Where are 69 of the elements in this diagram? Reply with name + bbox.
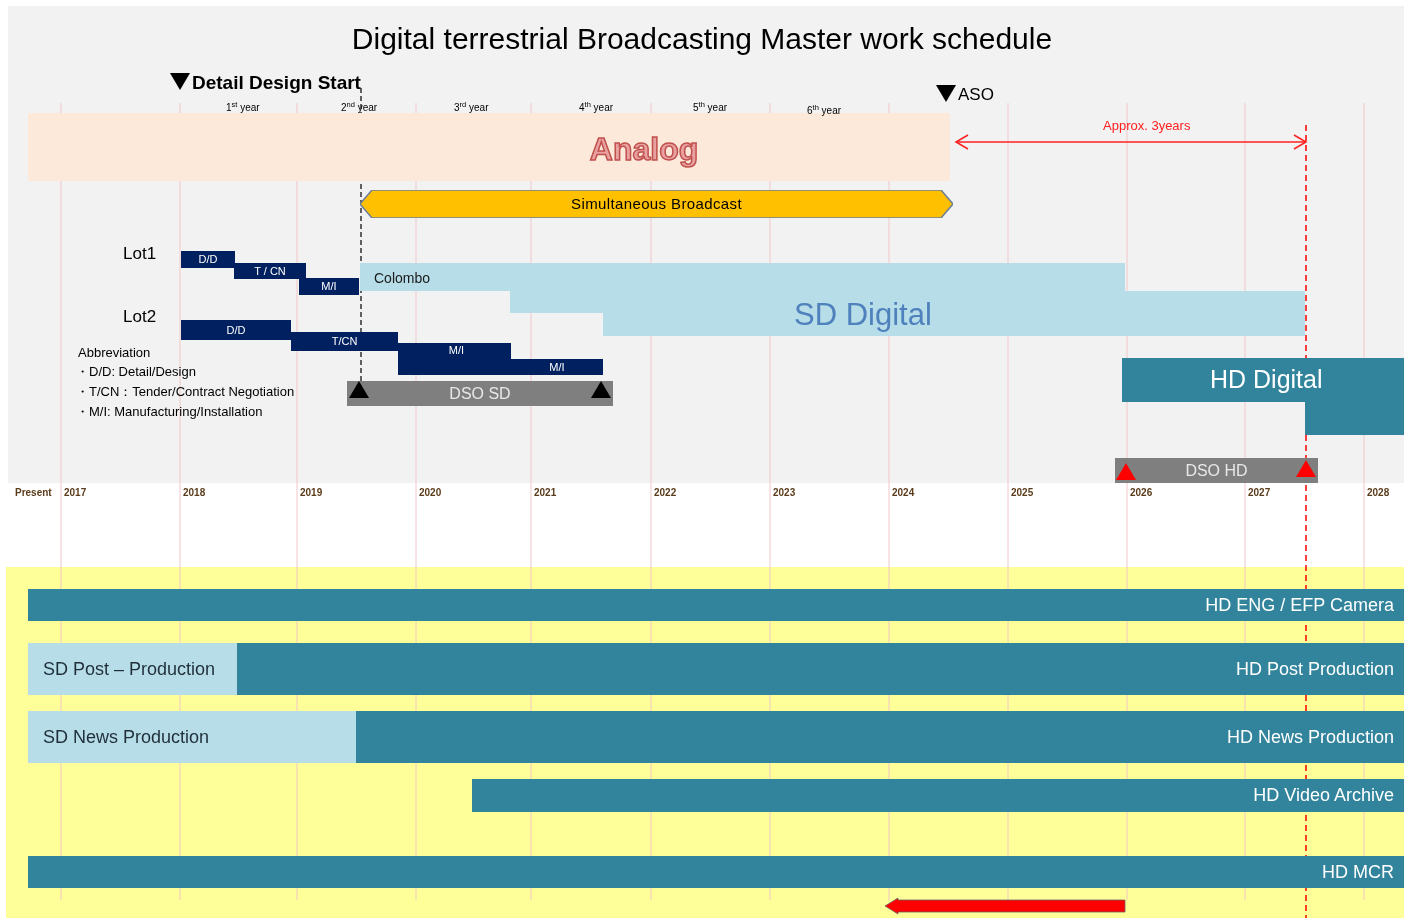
bar-label: D/D — [226, 324, 246, 336]
chart-note: 6$^{th}$ year — [807, 105, 842, 118]
chart-note: Abbreviation — [78, 345, 151, 362]
chart-note: Detail Design Start — [192, 71, 361, 95]
schedule-bar — [398, 343, 511, 375]
axis-tick-label: 2019 — [300, 487, 323, 500]
chart-note: Lot1 — [123, 243, 157, 265]
bar-label: D/D — [198, 254, 218, 265]
hd-digital-area — [1122, 358, 1404, 435]
production-bar — [472, 779, 1404, 812]
bar-label: M/I — [549, 361, 565, 373]
area-label: Colombo — [374, 269, 431, 288]
area-label: HD Digital — [1210, 364, 1323, 395]
milestone-bar — [347, 381, 613, 406]
production-bar — [28, 856, 1404, 888]
axis-tick-label: 2022 — [654, 487, 677, 500]
axis-tick-label: 2028 — [1367, 487, 1390, 500]
axis-tick-label: 2021 — [534, 487, 557, 500]
bar-label: HD Video Archive — [1253, 784, 1394, 807]
schedule-bar — [511, 359, 603, 375]
axis-tick-label: 2017 — [64, 487, 87, 500]
chart-note: Approx. 3years — [1103, 118, 1191, 135]
chart-note: ・D/D: Detail/Design — [76, 364, 196, 381]
band-label: Analog — [589, 130, 699, 169]
schedule-bar — [181, 320, 291, 340]
production-bar — [28, 589, 1404, 621]
axis-tick-label: 2023 — [773, 487, 796, 500]
chart-note: Lot2 — [123, 306, 157, 328]
bar-label: HD MCR — [1322, 860, 1394, 884]
area-label: SD Digital — [794, 296, 932, 334]
production-bar — [28, 711, 356, 763]
axis-tick-label: 2025 — [1011, 487, 1034, 500]
sd-digital-area — [360, 263, 1306, 336]
axis-tick-label: 2024 — [892, 487, 915, 500]
chart-note: 4$^{th}$ year — [579, 102, 614, 115]
chart-note: 3$^{rd}$ year — [454, 102, 489, 115]
bar-label: M/I — [448, 345, 465, 356]
bar-label: SD Post – Production — [43, 657, 216, 681]
diagram-title: Digital terrestrial Broadcasting Master work schedule — [350, 21, 1054, 57]
axis-tick-label: 2020 — [419, 487, 442, 500]
bar-label: SD News Production — [43, 725, 210, 749]
milestone-bar — [1115, 458, 1318, 483]
production-bar — [237, 643, 1404, 695]
bar-label: T/CN — [331, 336, 358, 347]
bar-label: T / CN — [254, 265, 286, 277]
schedule-bar — [291, 332, 398, 351]
axis-tick-label: 2027 — [1248, 487, 1271, 500]
chart-note: 2$^{nd}$ year — [341, 102, 378, 115]
double-arrow-shape — [360, 190, 953, 218]
chart-note: ASO — [958, 84, 994, 106]
bar-label: HD Post Production — [1235, 657, 1394, 681]
production-bar — [356, 711, 1404, 763]
schedule-bar — [234, 263, 306, 279]
bar-label: HD ENG / EFP Camera — [1205, 593, 1394, 617]
chart-note: ・M/I: Manufacturing/Installation — [76, 404, 263, 421]
production-bar — [28, 643, 237, 695]
bar-label: M/I — [321, 281, 337, 292]
schedule-bar — [299, 278, 359, 295]
chart-note: 1$^{st}$ year — [226, 102, 260, 115]
bar-label: DSO SD — [449, 383, 511, 404]
axis-tick-label: 2026 — [1130, 487, 1153, 500]
arrow-label: Simultaneous Broadcast — [571, 193, 742, 214]
chart-note: ・T/CN：Tender/Contract Negotiation — [76, 384, 295, 401]
schedule-bar — [181, 251, 235, 268]
bar-label: HD News Production — [1226, 725, 1394, 749]
chart-note: 5$^{th}$ year — [693, 102, 728, 115]
axis-tick-label: Present — [15, 487, 52, 500]
bar-label: DSO HD — [1185, 460, 1248, 481]
axis-tick-label: 2018 — [183, 487, 206, 500]
